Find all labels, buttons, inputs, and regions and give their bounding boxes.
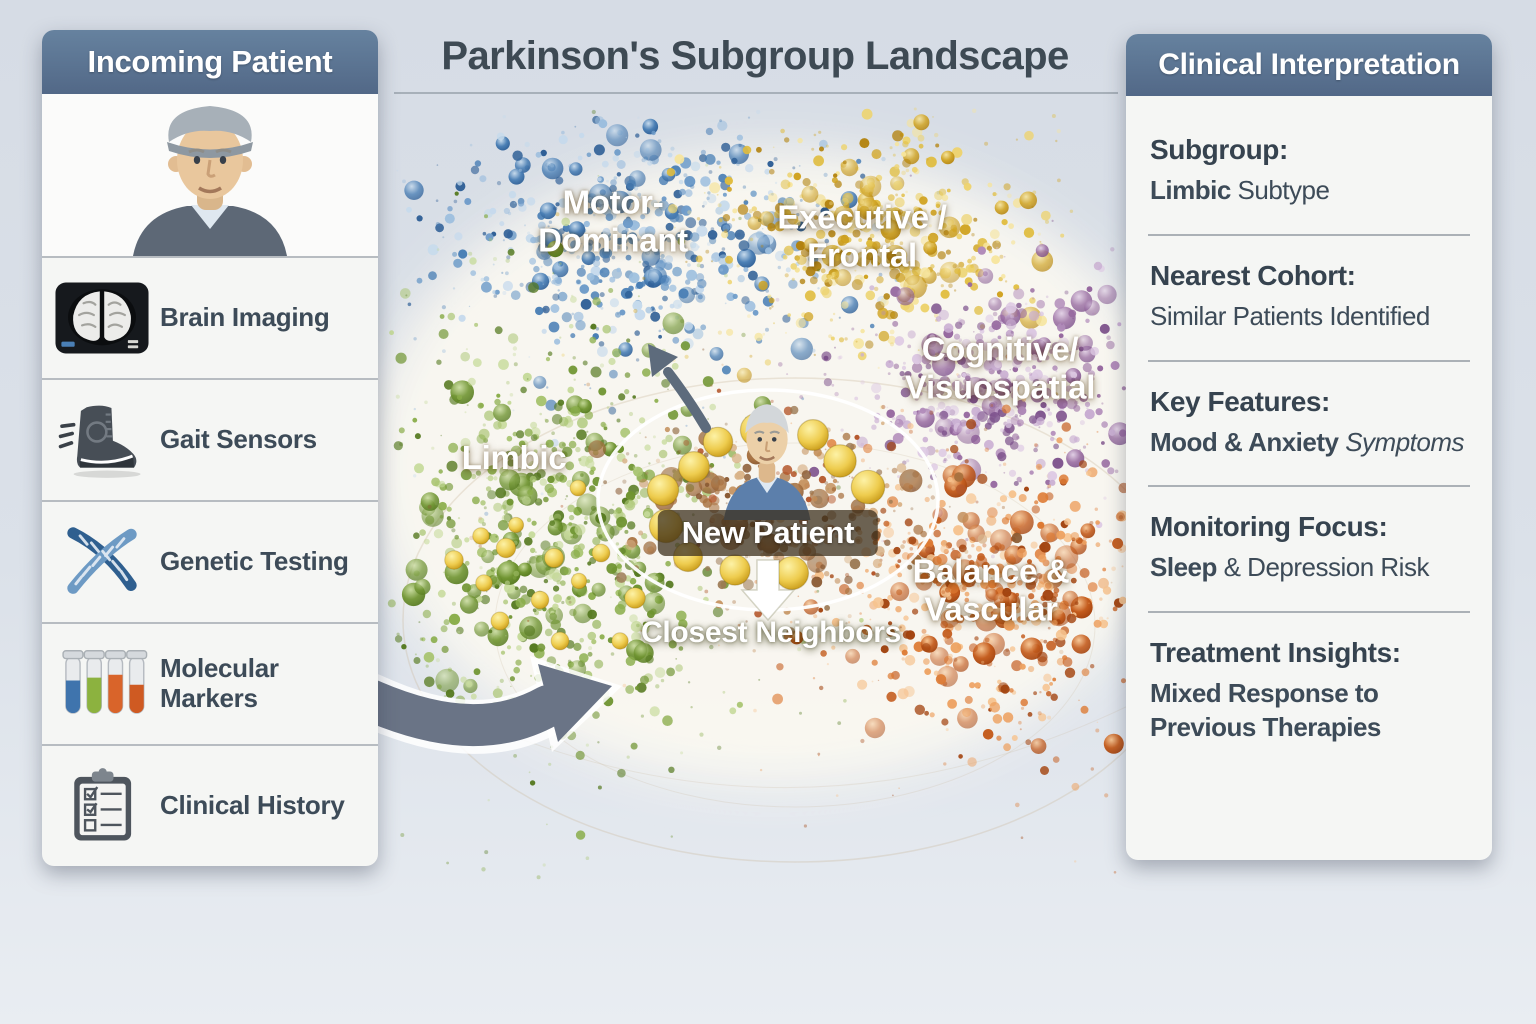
input-item-label: Genetic Testing [160,546,349,577]
input-item-brain-imaging: Brain Imaging [42,256,378,378]
clipboard-icon [54,760,150,852]
input-item-label: Clinical History [160,790,345,821]
input-item-genetic-testing: Genetic Testing [42,500,378,622]
clinical-section-treatment-insights: Treatment Insights: Mixed Response to Pre… [1148,611,1470,771]
clinical-section-nearest-cohort: Nearest Cohort: Similar Patients Identifi… [1148,233,1470,360]
clinical-section-value: Mixed Response to Previous Therapies [1150,678,1381,742]
incoming-patient-panel: Incoming Patient [42,30,378,866]
dna-icon [54,516,150,608]
test-tubes-icon [54,638,150,730]
incoming-patient-header: Incoming Patient [42,30,378,94]
incoming-patient-portrait [42,94,378,256]
cluster-dots-balance-vascular [527,373,1129,874]
clinical-section-value: Limbic Subtype [1150,175,1330,205]
page-title: Parkinson's Subgroup Landscape [441,34,1069,78]
input-item-gait-sensors: Gait Sensors [42,378,378,500]
clinical-section-label: Treatment Insights: [1150,637,1401,669]
title-divider [394,92,1118,94]
clinical-section-value: Similar Patients Identified [1150,300,1430,331]
clinical-section-monitoring-focus: Monitoring Focus: Sleep & Depression Risk [1148,485,1470,611]
clinical-interpretation-header: Clinical Interpretation [1126,34,1492,96]
input-item-label: Molecular Markers [160,653,279,713]
clinical-section-label: Nearest Cohort: [1150,259,1356,291]
clinical-section-key-features: Key Features: Mood & Anxiety Symptoms [1148,359,1470,486]
limbic-yellow-scatter [444,479,646,651]
clinical-interpretation-panel: Clinical Interpretation Subgroup: Limbic … [1126,34,1492,860]
input-item-label: Brain Imaging [160,302,330,333]
arrow-to-motor-cluster [648,344,711,433]
closest-neighbors-arrow [740,559,796,622]
cluster-dots-motor-dominant [396,109,999,516]
input-item-molecular-markers: Molecular Markers [42,622,378,744]
input-item-label: Gait Sensors [160,424,317,455]
patient-flow-arrow [343,656,622,754]
clinical-section-label: Subgroup: [1150,134,1288,165]
clinical-section-label: Key Features: [1150,385,1330,417]
input-item-clinical-history: Clinical History [42,744,378,866]
clinical-section-subgroup: Subgroup: Limbic Subtype [1148,110,1470,234]
clinical-section-label: Monitoring Focus: [1150,511,1388,543]
clinical-section-value: Sleep & Depression Risk [1150,552,1429,583]
brain-scan-icon [54,272,150,364]
gait-boot-icon [54,394,150,486]
clinical-section-value: Mood & Anxiety Symptoms [1150,426,1465,457]
